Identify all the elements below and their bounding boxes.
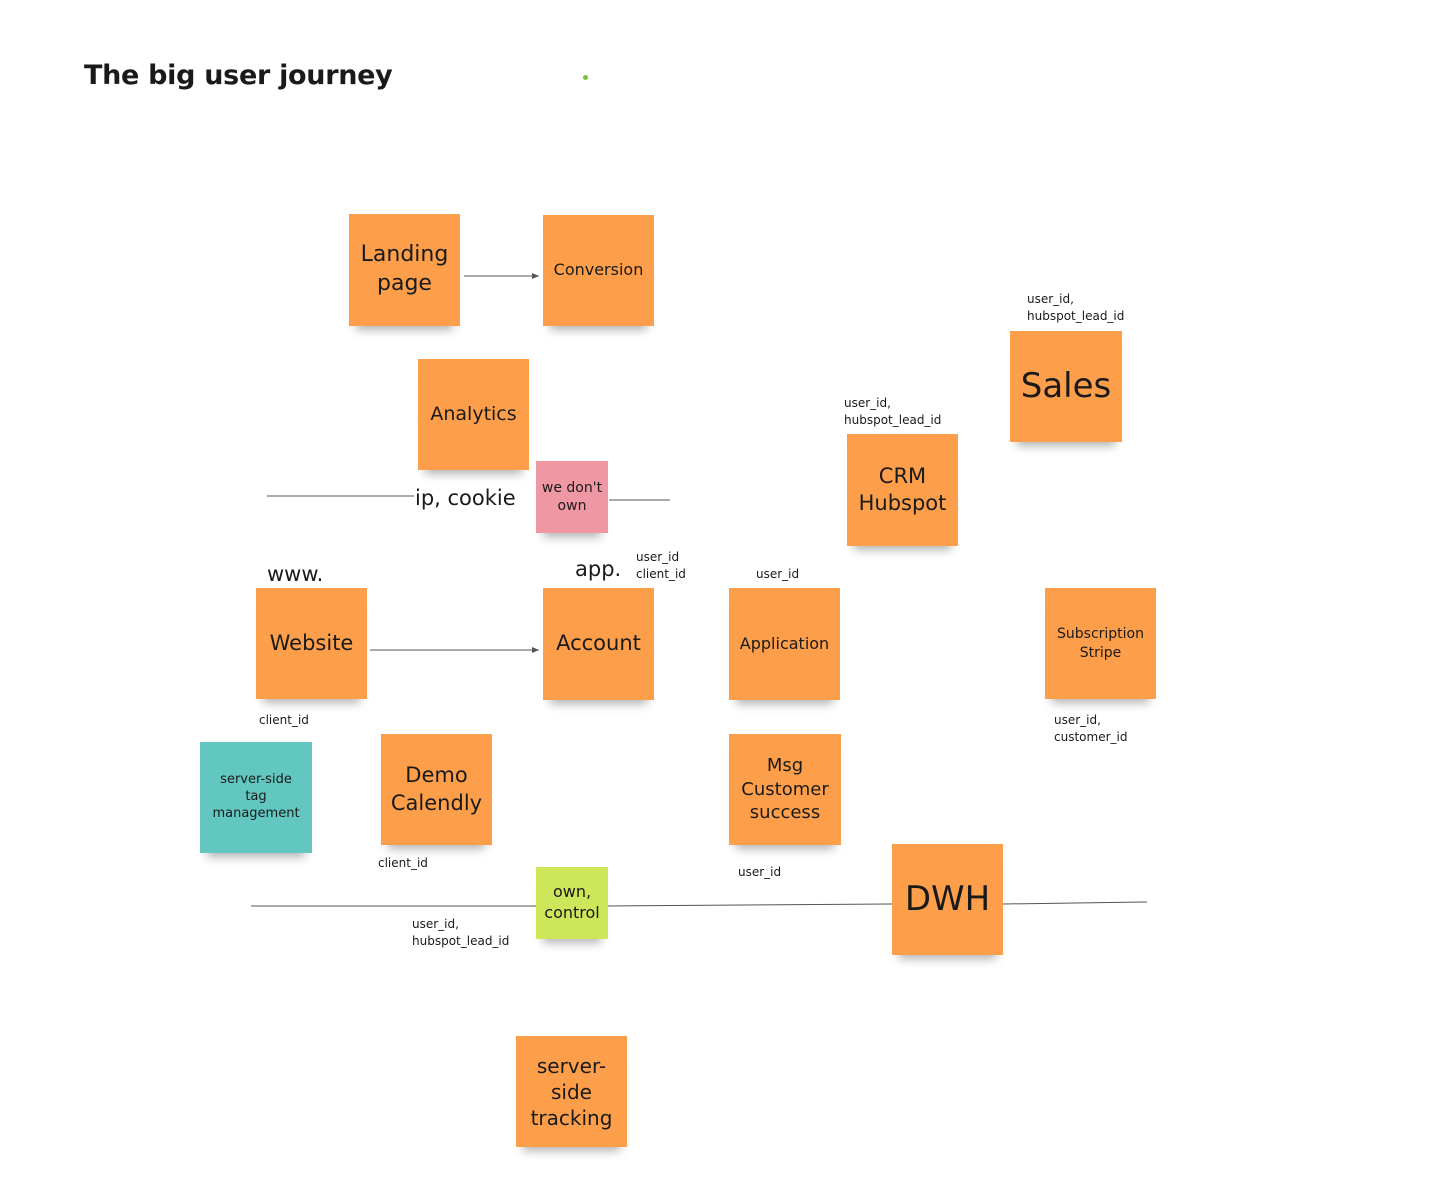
note-own-control[interactable]: own, control bbox=[536, 867, 608, 939]
note-msg-customer-success[interactable]: Msg Customer success bbox=[729, 734, 841, 845]
boundary-line-bottom-mid bbox=[607, 903, 894, 907]
label-msg-ids: user_id bbox=[738, 865, 782, 879]
label-website-ids: client_id bbox=[259, 713, 309, 727]
label-bottom-ids: user_id, hubspot_lead_id bbox=[412, 917, 510, 948]
note-website[interactable]: Website bbox=[256, 588, 367, 699]
boundary-line-bottom-right bbox=[1002, 901, 1148, 905]
note-conversion[interactable]: Conversion bbox=[543, 215, 654, 326]
note-subscription-stripe[interactable]: Subscription Stripe bbox=[1045, 588, 1156, 699]
note-crm-hubspot[interactable]: CRM Hubspot bbox=[847, 434, 958, 546]
label-sales-ids: user_id, hubspot_lead_id bbox=[1027, 292, 1125, 323]
label-stripe-ids: user_id, customer_id bbox=[1054, 713, 1128, 744]
note-dwh[interactable]: DWH bbox=[892, 844, 1003, 955]
accent-dot bbox=[583, 75, 588, 80]
note-landing-page[interactable]: Landing page bbox=[349, 214, 460, 326]
label-account-ids: user_id client_id bbox=[636, 550, 686, 581]
label-ip-cookie: ip, cookie bbox=[415, 486, 516, 510]
note-server-side-tag-management[interactable]: server-side tag management bbox=[200, 742, 312, 853]
note-we-dont-own[interactable]: we don't own bbox=[536, 461, 608, 533]
note-demo-calendly[interactable]: Demo Calendly bbox=[381, 734, 492, 845]
label-www: www. bbox=[267, 562, 324, 586]
note-account[interactable]: Account bbox=[543, 588, 654, 700]
label-application-ids: user_id bbox=[756, 567, 800, 581]
page-title: The big user journey bbox=[84, 60, 393, 91]
note-sales[interactable]: Sales bbox=[1010, 331, 1122, 442]
label-demo-ids: client_id bbox=[378, 856, 428, 870]
note-server-side-tracking[interactable]: server- side tracking bbox=[516, 1036, 627, 1147]
note-application[interactable]: Application bbox=[729, 588, 840, 700]
note-analytics[interactable]: Analytics bbox=[418, 359, 529, 470]
label-app: app. bbox=[575, 557, 622, 581]
label-crm-ids: user_id, hubspot_lead_id bbox=[844, 396, 942, 427]
